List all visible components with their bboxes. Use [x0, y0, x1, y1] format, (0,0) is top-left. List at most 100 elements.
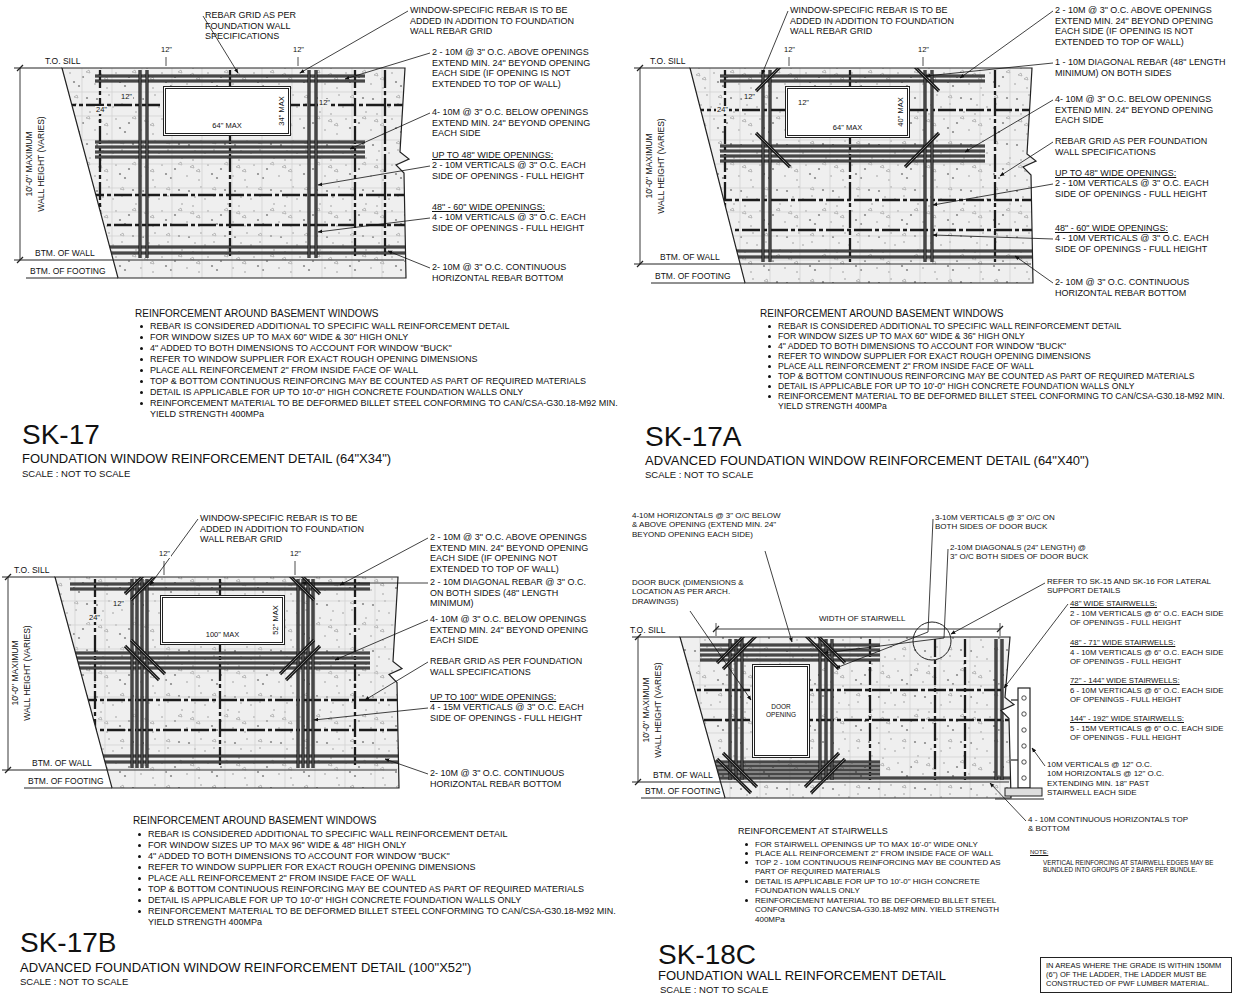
- note-item: FOR WINDOW SIZES UP TO MAX 60" WIDE & 30…: [150, 332, 635, 343]
- callout-text: REBAR GRID AS PER FOUNDATION WALL SPECIF…: [430, 656, 602, 677]
- grid-rebar: [724, 70, 726, 262]
- bullet-dot: [138, 866, 141, 869]
- callout-text: 4- 10M @ 3" O.C. BELOW OPENINGS EXTEND M…: [430, 614, 602, 646]
- node-text: 40" MAX: [897, 97, 906, 126]
- rebar-core: [125, 646, 159, 680]
- rebar-core: [70, 663, 370, 664]
- node-text: 100" MAX: [206, 631, 240, 640]
- dimension-label: 12": [917, 46, 930, 54]
- rebar-core: [286, 646, 320, 680]
- leader-line: [318, 166, 430, 185]
- rebar-core: [720, 76, 985, 77]
- ground-line: [995, 799, 1044, 800]
- block-line: [2, 212, 415, 213]
- rebar: [125, 646, 159, 680]
- callout-text: 2-10M DIAGONALS (24" LENGTH) @ 3" O/C BO…: [950, 543, 1095, 562]
- note-box: IN AREAS WHERE THE GRADE IS WITHIN 150MM…: [1040, 957, 1232, 993]
- level-label: BTM. OF FOOTING: [655, 272, 731, 282]
- leader-line: [388, 251, 430, 268]
- dimension-label: 12": [160, 46, 173, 54]
- block-line: [412, 68, 413, 278]
- grid-rebar: [0, 699, 408, 701]
- rebar-core: [70, 589, 370, 590]
- dimension-label: 12": [120, 93, 133, 101]
- rebar-core: [720, 146, 985, 147]
- window-opening: 100" MAX 52" MAX: [160, 595, 285, 645]
- rebar: [70, 651, 370, 654]
- note-item: REFER TO WINDOW SUPPLIER FOR EXACT ROUGH…: [148, 862, 633, 873]
- leader-line: [385, 759, 428, 774]
- callout-heading: 48" - 60" WIDE OPENINGS:: [1055, 223, 1168, 234]
- callout-text: 4- 10M @ 3" O.C. BELOW OPENINGS EXTEND M…: [432, 107, 604, 139]
- scale-note: SCALE : NOT TO SCALE: [22, 469, 130, 479]
- rebar-core: [309, 70, 310, 258]
- rebar: [45, 754, 410, 757]
- note-item: REBAR IS CONSIDERED ADDITIONAL TO SPECIF…: [778, 321, 1230, 331]
- rebar: [930, 70, 933, 262]
- block-line: [630, 188, 1042, 189]
- block-line: [2, 164, 415, 165]
- dimension-tick: [5, 574, 11, 580]
- note-item: PLACE ALL REINFORCEMENT 2" FROM INSIDE F…: [148, 873, 633, 884]
- rebar: [301, 579, 304, 768]
- callout-text: 3-10M VERTICALS @ 3" O/C ON BOTH SIDES O…: [935, 513, 1075, 532]
- wall-elevation: [2, 11, 430, 278]
- rebar: [306, 579, 309, 768]
- rebar: [138, 70, 141, 258]
- dimension-label: 24": [88, 614, 101, 622]
- leader-line: [150, 519, 198, 585]
- callout-text: 4 - 10M VERTICALS @ 3" O.C. EACH SIDE OF…: [1055, 233, 1227, 254]
- rebar-core: [132, 579, 133, 768]
- rebar: [720, 159, 985, 162]
- window-opening: 64" MAX34" MAX: [163, 86, 291, 136]
- rebar: [720, 79, 985, 82]
- rebar-core: [70, 658, 370, 659]
- dimension-label: 10'-0" MAXIMUM: [645, 133, 655, 198]
- wall-elevation: [630, 11, 1053, 283]
- bullet-dot: [138, 844, 141, 847]
- rebar-core: [826, 639, 827, 780]
- rebar-core: [95, 76, 365, 77]
- callout-text: 2 - 10M @ 3" O.C. ABOVE OPENINGS EXTEND …: [1055, 5, 1227, 47]
- callout-text: REBAR GRID AS PER FOUNDATION WALL SPECIF…: [205, 10, 355, 42]
- dimension-label: WALL HEIGHT (VARIES): [37, 116, 47, 211]
- note-item: REINFORCEMENT MATERIAL TO BE DEFORMED BI…: [150, 398, 635, 419]
- block-line: [82, 68, 83, 278]
- ladder-fastener: [1022, 744, 1026, 748]
- level-label: T.O. SILL: [650, 57, 685, 67]
- bullet-dot: [140, 325, 143, 328]
- note-item: DETAIL IS APPLICABLE FOR UP TO 10'-0" HI…: [148, 895, 633, 906]
- note-item: FOR WINDOW SIZES UP TO MAX 60" WIDE & 36…: [778, 331, 1230, 341]
- dimension-tick: [637, 65, 643, 71]
- rebar-core: [70, 668, 370, 669]
- rebar-core: [680, 251, 1040, 252]
- rebar-core: [95, 152, 365, 153]
- callout-text: 2- 10M @ 3" O.C. CONTINUOUS HORIZONTAL R…: [432, 262, 604, 283]
- rebar: [307, 70, 310, 258]
- rebar: [768, 70, 771, 262]
- detail-circle: [913, 622, 951, 660]
- bullet-dot: [140, 336, 143, 339]
- rebar: [145, 70, 148, 258]
- grid-rebar: [354, 70, 356, 258]
- level-label: T.O. SILL: [14, 566, 49, 576]
- node-text: 64" MAX: [212, 122, 241, 131]
- note-item: REINFORCEMENT MATERIAL TO BE DEFORMED BI…: [148, 906, 633, 927]
- rebar: [680, 249, 1040, 252]
- block-line: [405, 577, 406, 788]
- node-text: 52" MAX: [272, 605, 281, 634]
- note-item: REINFORCEMENT MATERIAL TO BE DEFORMED BI…: [778, 391, 1230, 411]
- rebar: [95, 140, 365, 143]
- rebar-core: [905, 133, 939, 167]
- leader-line: [1032, 748, 1045, 766]
- block-line: [0, 697, 408, 698]
- wall-outline: [55, 577, 402, 788]
- rebar-core: [142, 579, 143, 768]
- leader-line: [300, 11, 408, 73]
- rebar-core: [55, 247, 415, 248]
- note-item: PLACE ALL REINFORCEMENT 2" FROM INSIDE F…: [755, 849, 1017, 858]
- rebar: [45, 760, 410, 763]
- level-line: [14, 260, 113, 261]
- level-line: [632, 782, 721, 783]
- rebar: [905, 57, 939, 91]
